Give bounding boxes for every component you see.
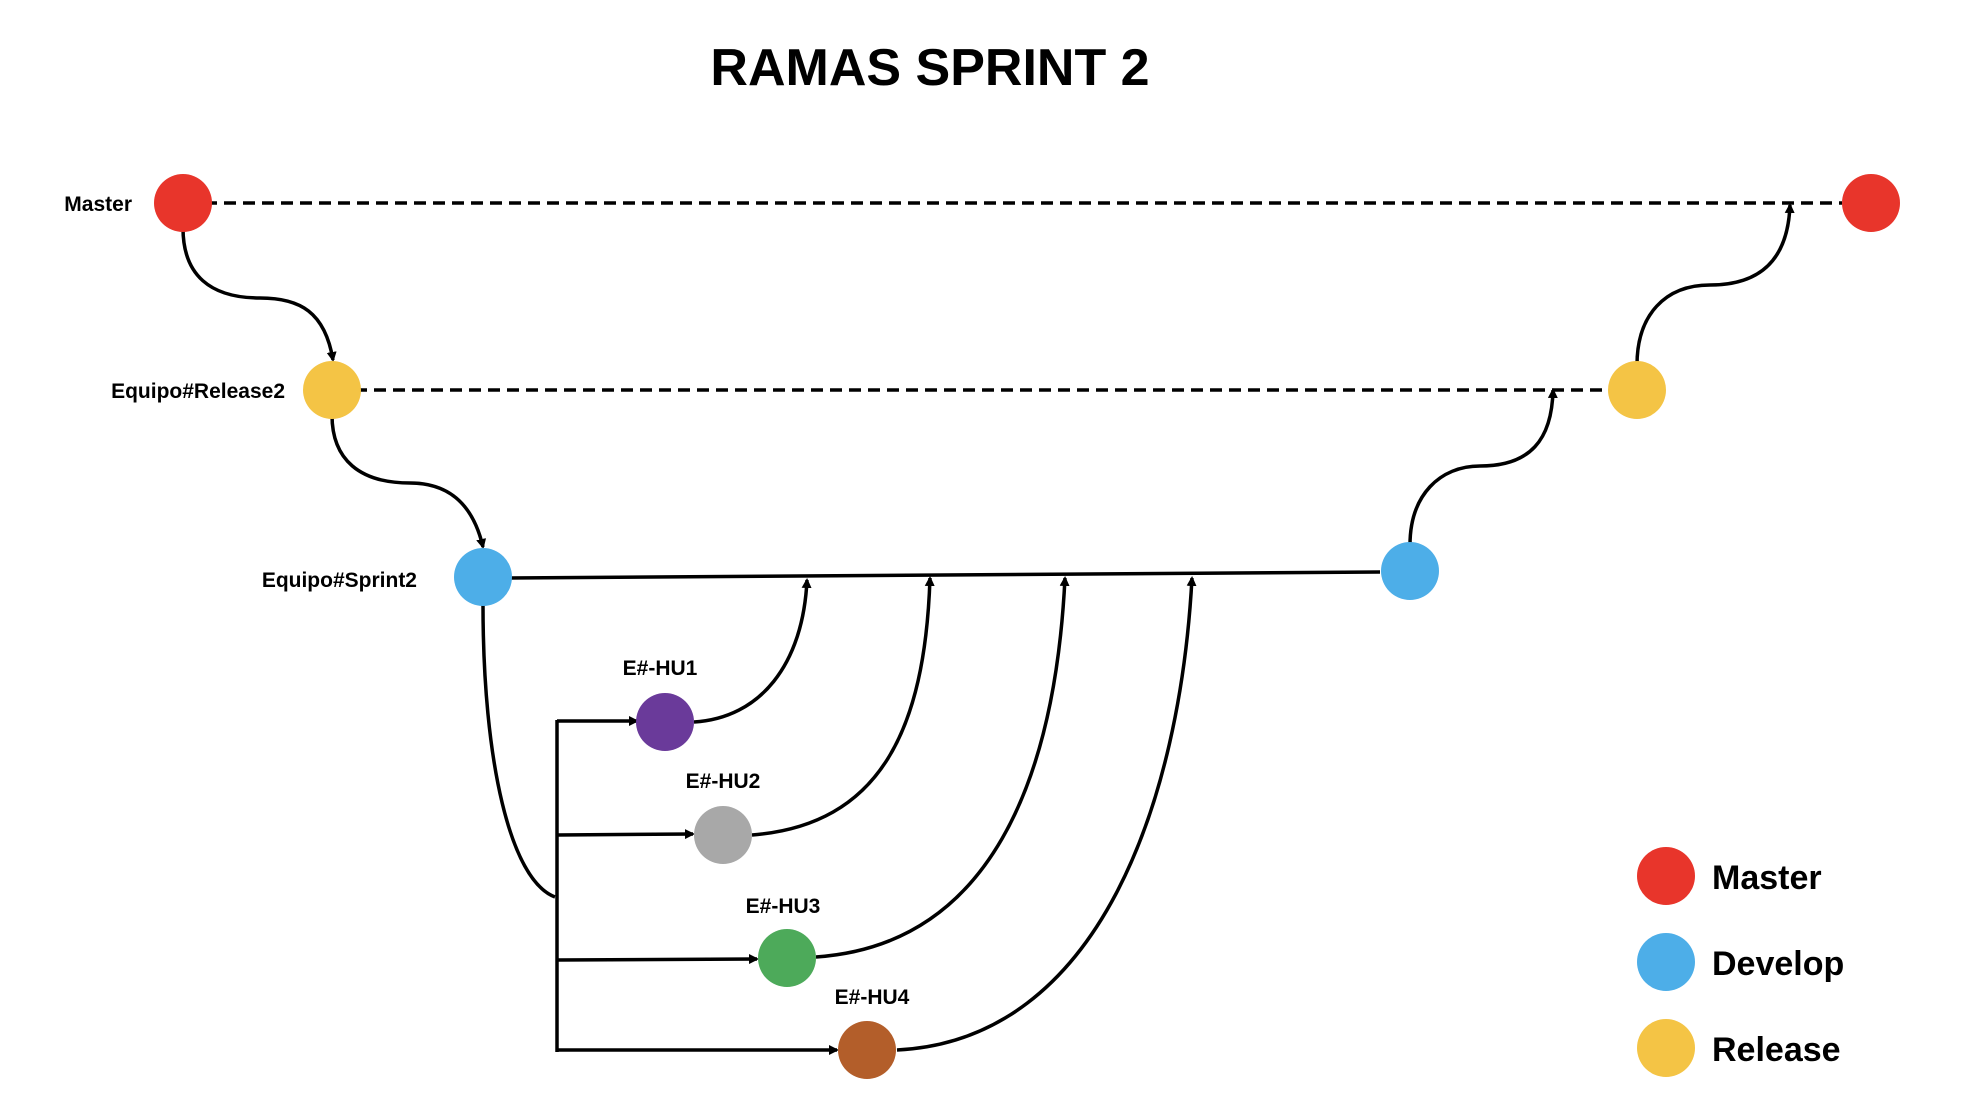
master-label: Master: [64, 193, 132, 216]
legend-master-label: Master: [1712, 859, 1822, 897]
sprint-end-node: [1381, 542, 1439, 600]
legend-master-swatch: [1637, 847, 1695, 905]
release-to-master-arrow: [1635, 203, 1795, 366]
hu1-label: E#-HU1: [623, 657, 698, 680]
legend: Master Develop Release: [1637, 847, 1844, 1077]
trunk-to-hu3-arrow: [556, 954, 759, 965]
master-start-node: [154, 174, 212, 232]
release-label: Equipo#Release2: [111, 380, 285, 403]
sprint-label: Equipo#Sprint2: [262, 569, 417, 592]
legend-release-label: Release: [1712, 1031, 1841, 1069]
sprint-start-node: [454, 548, 512, 606]
sprint-to-features-curve: [481, 604, 556, 899]
trunk-to-hu2-arrow: [556, 829, 695, 840]
sprint-line: [504, 570, 1381, 580]
diagram-title: RAMAS SPRINT 2: [710, 39, 1150, 97]
master-to-release-arrow: [181, 227, 337, 362]
hu3-node: [758, 929, 816, 987]
hu2-node: [694, 806, 752, 864]
legend-develop-label: Develop: [1712, 945, 1844, 983]
release-end-node: [1608, 361, 1666, 419]
hu3-merge-arrow: [815, 576, 1070, 959]
hu1-merge-arrow: [693, 578, 812, 724]
release-to-sprint-arrow: [330, 414, 487, 549]
sprint-to-release-arrow: [1408, 388, 1558, 546]
hu4-label: E#-HU4: [835, 986, 910, 1009]
hu4-node: [838, 1021, 896, 1079]
hu3-label: E#-HU3: [746, 895, 821, 918]
hu2-merge-arrow: [751, 576, 935, 837]
master-end-node: [1842, 174, 1900, 232]
hu2-label: E#-HU2: [686, 770, 761, 793]
hu4-merge-arrow: [896, 576, 1197, 1052]
legend-release-swatch: [1637, 1019, 1695, 1077]
legend-develop-swatch: [1637, 933, 1695, 991]
hu1-node: [636, 693, 694, 751]
release-start-node: [303, 361, 361, 419]
